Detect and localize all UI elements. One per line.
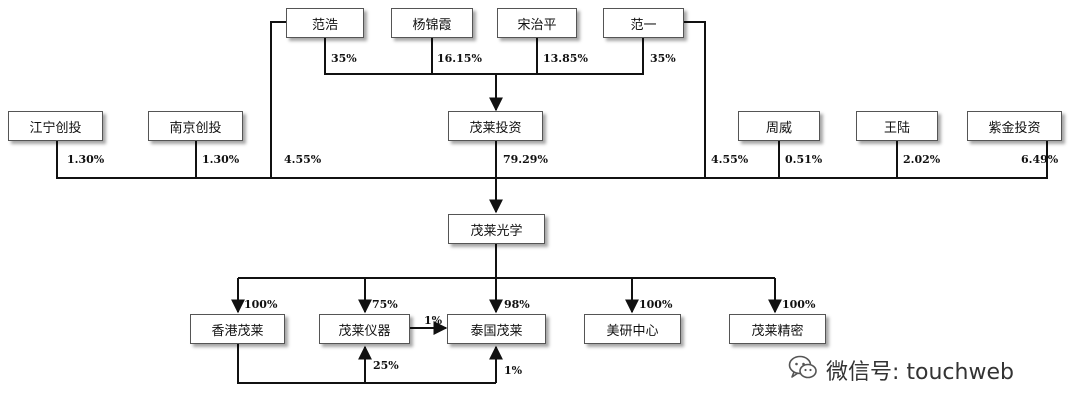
node-fan-yi: 范一 xyxy=(603,8,684,38)
node-thai-maolai: 泰国茂莱 xyxy=(447,314,546,344)
pct-invest-to-optics: 79.29% xyxy=(503,153,548,166)
node-fan-hao: 范浩 xyxy=(286,8,364,38)
node-us-rd-center: 美研中心 xyxy=(584,314,681,344)
pct-optics-to-hk: 100% xyxy=(244,298,278,311)
node-maolai-optics: 茂莱光学 xyxy=(448,214,545,244)
pct-fan-yi-to-optics: 4.55% xyxy=(711,153,749,166)
pct-fan-yi-to-invest: 35% xyxy=(650,52,676,65)
node-wang-lu: 王陆 xyxy=(856,111,938,141)
node-yang-jinxia: 杨锦霞 xyxy=(391,8,473,38)
pct-zijin-to-optics: 6.49% xyxy=(1021,153,1059,166)
wechat-icon xyxy=(788,355,818,385)
pct-zhou-to-optics: 0.51% xyxy=(785,153,823,166)
node-maolai-precision: 茂莱精密 xyxy=(729,314,826,344)
watermark-text: 微信号: touchweb xyxy=(826,360,1014,385)
pct-nanjing-to-optics: 1.30% xyxy=(202,153,240,166)
pct-song-to-invest: 13.85% xyxy=(543,52,588,65)
pct-hk-to-instrument: 25% xyxy=(373,359,399,372)
node-zhou-wei: 周威 xyxy=(738,111,820,141)
pct-yang-to-invest: 16.15% xyxy=(437,52,482,65)
pct-optics-to-us: 100% xyxy=(639,298,673,311)
pct-jiangning-to-optics: 1.30% xyxy=(67,153,105,166)
node-nanjing-vc: 南京创投 xyxy=(148,111,243,141)
pct-optics-to-thai: 98% xyxy=(504,298,530,311)
node-hk-maolai: 香港茂莱 xyxy=(190,314,285,344)
wechat-watermark: 微信号: touchweb xyxy=(788,354,1014,386)
node-song-zhiping: 宋治平 xyxy=(497,8,577,38)
pct-fan-hao-to-optics: 4.55% xyxy=(284,153,322,166)
node-maolai-instrument: 茂莱仪器 xyxy=(319,314,410,344)
node-zijin-invest: 紫金投资 xyxy=(967,111,1062,141)
node-maolai-invest: 茂莱投资 xyxy=(448,111,543,141)
node-jiangning-vc: 江宁创投 xyxy=(8,111,103,141)
pct-fan-hao-to-invest: 35% xyxy=(331,52,357,65)
pct-wang-to-optics: 2.02% xyxy=(903,153,941,166)
pct-instrument-to-thai: 1% xyxy=(424,314,443,327)
pct-optics-to-instrument: 75% xyxy=(372,298,398,311)
pct-hk-to-thai: 1% xyxy=(504,364,523,377)
pct-optics-to-precision: 100% xyxy=(782,298,816,311)
